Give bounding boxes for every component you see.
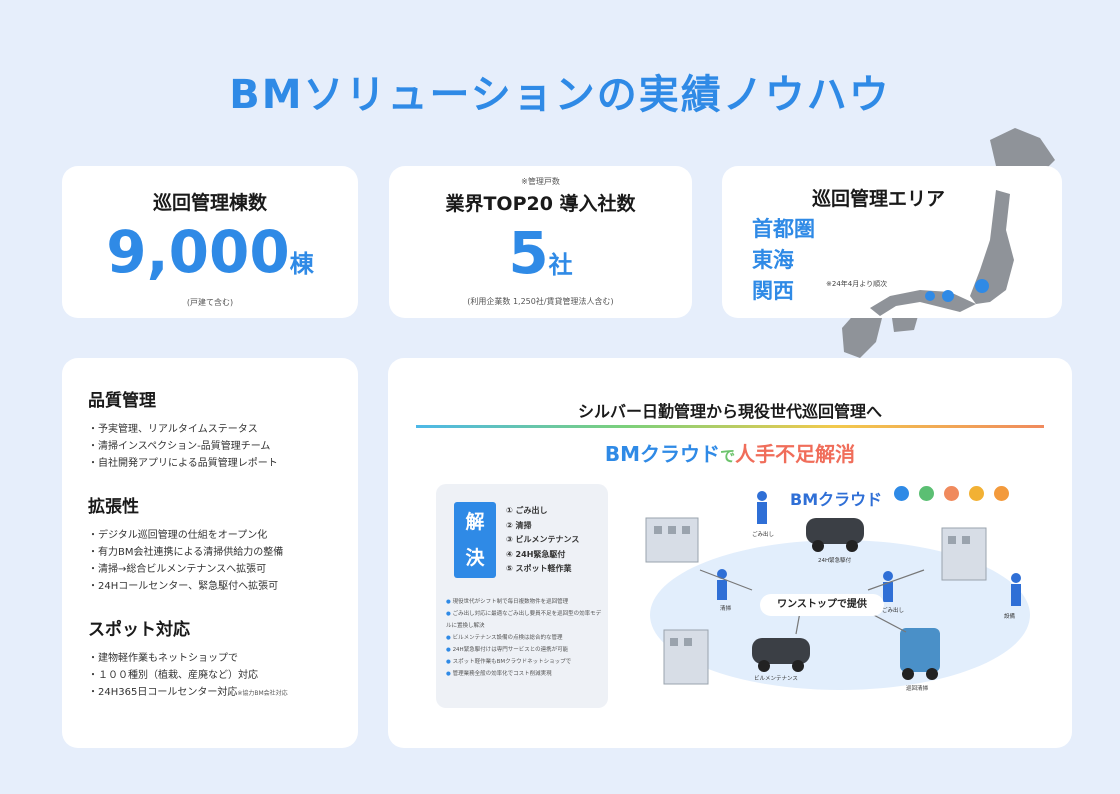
worker-icon bbox=[717, 491, 1021, 606]
feature-item: 有力BM会社連携による清掃供給力の整備 bbox=[88, 544, 332, 561]
catch-bm: BMクラウド bbox=[604, 442, 721, 466]
solution-item: ⑤ スポット軽作業 bbox=[506, 564, 572, 573]
diagram-label: 24H緊急駆付 bbox=[818, 558, 852, 564]
feature-item: 清掃→総合ビルメンテナンスへ拡張可 bbox=[88, 561, 332, 578]
service-dot-icon bbox=[994, 486, 1009, 501]
solution-item: ① ごみ出し bbox=[506, 506, 548, 515]
service-dot-icon bbox=[894, 486, 909, 501]
area-region: 首都圏 bbox=[752, 217, 815, 241]
car-icon bbox=[806, 518, 864, 552]
catch-rest: 人手不足解消 bbox=[735, 442, 856, 466]
patrol-count-label: 巡回管理棟数 bbox=[152, 192, 267, 214]
feature-heading: 品質管理 bbox=[88, 391, 156, 411]
area-region-list: 首都圏 東海 関西 bbox=[752, 214, 815, 307]
solution-note: 24H緊急駆付けは専門サービスとの連携が可能 bbox=[446, 644, 604, 656]
bm-cloud-logo: BMクラウド bbox=[790, 490, 883, 509]
service-dot-icon bbox=[969, 486, 984, 501]
top20-prenote: ※管理戸数 bbox=[521, 177, 560, 186]
patrol-count-unit: 棟 bbox=[289, 250, 314, 278]
top20-number: 5 bbox=[508, 219, 549, 287]
diagram-illustration bbox=[645, 491, 1021, 685]
truck-icon bbox=[900, 628, 940, 680]
catch-de: で bbox=[720, 447, 736, 465]
patrol-count-card: 巡回管理棟数 9,000棟 (戸建て含む) bbox=[62, 166, 358, 318]
feature-item: 建物軽作業もネットショップで bbox=[88, 650, 332, 667]
building-icon bbox=[645, 517, 699, 563]
feature-item: 24Hコールセンター、緊急駆付へ拡張可 bbox=[88, 578, 332, 595]
solution-note: ごみ出し対応に最適なごみ出し要員不足を巡回型の効率モデルに置換し解決 bbox=[446, 608, 604, 632]
diagram-label: ごみ出し bbox=[752, 532, 775, 538]
feature-section-spot: スポット対応 建物軽作業もネットショップで １００種別（植栽、産廃など）対応 2… bbox=[88, 615, 332, 702]
car-icon bbox=[752, 638, 810, 672]
service-dot-icon bbox=[944, 486, 959, 501]
diagram-label: 巡回清掃 bbox=[906, 686, 929, 692]
solution-badge: 解 決 bbox=[454, 502, 496, 578]
service-dot-icon bbox=[919, 486, 934, 501]
feature-heading: スポット対応 bbox=[88, 620, 190, 640]
solution-note: 管理業務全般の効率化でコスト削減実現 bbox=[446, 668, 604, 680]
features-card: 品質管理 予実管理、リアルタイムステータス 清掃インスペクション-品質管理チーム… bbox=[62, 358, 358, 748]
onestop-label: ワンストップで提供 bbox=[760, 594, 884, 616]
solution-item: ② 清掃 bbox=[506, 520, 532, 530]
building-icon bbox=[663, 629, 709, 685]
feature-item: デジタル巡回管理の仕組をオープン化 bbox=[88, 527, 332, 544]
service-diagram: BMクラウド bbox=[624, 478, 1064, 718]
solution-item: ③ ビルメンテナンス bbox=[506, 535, 580, 544]
diagram-label: 設備 bbox=[1004, 614, 1016, 620]
diagram-label: ごみ出し bbox=[882, 608, 905, 614]
solution-catchphrase: BMクラウドで人手不足解消 bbox=[388, 438, 1072, 467]
solution-items: ① ごみ出し ② 清掃 ③ ビルメンテナンス ④ 24H緊急駆付 ⑤ スポット軽… bbox=[506, 504, 579, 577]
solution-note: 現役世代がシフト制で毎日複数物件を巡回管理 bbox=[446, 596, 604, 608]
area-label: 巡回管理エリア bbox=[812, 188, 946, 210]
patrol-count-value: 9,000棟 bbox=[62, 223, 358, 281]
feature-item: 自社開発アプリによる品質管理レポート bbox=[88, 455, 332, 472]
area-card: 巡回管理エリア 首都圏 東海 関西 ※24年4月より順次 bbox=[722, 166, 1062, 318]
top20-value: 5社 bbox=[389, 224, 692, 282]
area-region: 関西 bbox=[752, 279, 794, 303]
top20-label: 業界TOP20 導入社数 bbox=[445, 193, 636, 215]
patrol-count-number: 9,000 bbox=[106, 218, 290, 286]
solution-item: ④ 24H緊急駆付 bbox=[506, 549, 566, 559]
patrol-count-note: (戸建て含む) bbox=[186, 298, 234, 307]
top20-unit: 社 bbox=[548, 251, 573, 279]
page-title: BMソリューションの実績ノウハウ bbox=[229, 72, 891, 118]
solution-note: ビルメンテナンス設備の点検は総合的な管理 bbox=[446, 632, 604, 644]
building-icon bbox=[941, 527, 987, 581]
top20-note: (利用企業数 1,250社/賃貸管理法人含む) bbox=[467, 297, 614, 306]
feature-item: 24H365日コールセンター対応※協力BM会社対応 bbox=[88, 684, 332, 702]
feature-heading: 拡張性 bbox=[88, 497, 139, 517]
solution-subheading: シルバー日勤管理から現役世代巡回管理へ bbox=[577, 402, 882, 421]
feature-item: 清掃インスペクション-品質管理チーム bbox=[88, 438, 332, 455]
diagram-label: 清掃 bbox=[720, 606, 732, 612]
gradient-divider bbox=[416, 425, 1044, 428]
area-region: 東海 bbox=[752, 248, 794, 272]
solution-note: スポット軽作業もBMクラウドネットショップで bbox=[446, 656, 604, 668]
feature-section-scalability: 拡張性 デジタル巡回管理の仕組をオープン化 有力BM会社連携による清掃供給力の整… bbox=[88, 492, 332, 595]
top20-card: ※管理戸数 業界TOP20 導入社数 5社 (利用企業数 1,250社/賃貸管理… bbox=[389, 166, 692, 318]
solution-notes: 現役世代がシフト制で毎日複数物件を巡回管理 ごみ出し対応に最適なごみ出し要員不足… bbox=[446, 596, 604, 680]
feature-section-quality: 品質管理 予実管理、リアルタイムステータス 清掃インスペクション-品質管理チーム… bbox=[88, 386, 332, 472]
area-note: ※24年4月より順次 bbox=[826, 280, 888, 288]
feature-footnote: ※協力BM会社対応 bbox=[237, 690, 288, 697]
service-icon-row bbox=[894, 486, 1009, 501]
diagram-label: ビルメンテナンス bbox=[754, 676, 798, 682]
feature-item: １００種別（植栽、産廃など）対応 bbox=[88, 667, 332, 684]
feature-item: 予実管理、リアルタイムステータス bbox=[88, 421, 332, 438]
solution-box: 解 決 ① ごみ出し ② 清掃 ③ ビルメンテナンス ④ 24H緊急駆付 ⑤ ス… bbox=[436, 484, 608, 708]
solution-card: シルバー日勤管理から現役世代巡回管理へ BMクラウドで人手不足解消 解 決 ① … bbox=[388, 358, 1072, 748]
